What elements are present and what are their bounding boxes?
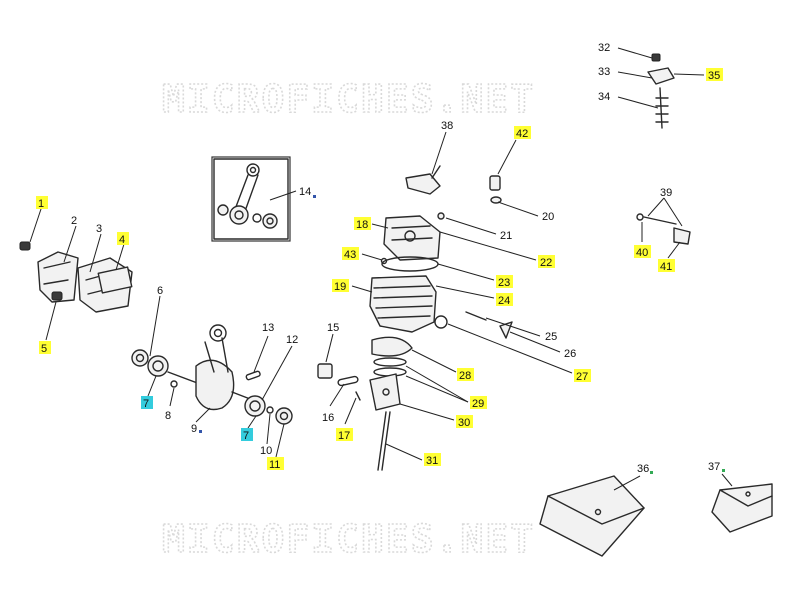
callout-30: 30 [458, 417, 470, 429]
drive-gear-assembly [647, 53, 675, 129]
callout-4: 4 [119, 234, 125, 246]
callout-10: 10 [260, 445, 272, 457]
callout-35-highlight [706, 68, 723, 81]
callout-40: 40 [636, 247, 648, 259]
callout-32: 32 [598, 42, 610, 54]
callout-27: 27 [576, 371, 588, 383]
callout-21: 21 [500, 230, 512, 242]
callout-3: 3 [96, 223, 102, 235]
callout-1-highlight [36, 196, 48, 209]
callout-22-highlight [538, 255, 555, 268]
callout-43-highlight [342, 247, 359, 260]
intake-manifold-assembly [19, 241, 133, 313]
callout-37-marker [722, 469, 725, 472]
callout-9-marker [199, 430, 202, 433]
callout-42-highlight [514, 126, 531, 139]
callout-14-marker [313, 195, 316, 198]
callout-31-highlight [424, 453, 441, 466]
tool-pouches [539, 475, 773, 557]
callout-41-highlight [658, 259, 675, 272]
callout-19: 19 [334, 281, 346, 293]
callout-37: 37 [708, 461, 720, 473]
callout-7b: 7 [243, 430, 249, 442]
callout-30-highlight [456, 415, 473, 428]
callout-15: 15 [327, 322, 339, 334]
callout-12: 12 [286, 334, 298, 346]
callout-36-marker [650, 471, 653, 474]
callout-7a: 7 [143, 398, 149, 410]
callout-39: 39 [660, 187, 672, 199]
callout-28-highlight [457, 368, 474, 381]
callout-42: 42 [516, 128, 528, 140]
callout-41: 41 [660, 261, 672, 273]
callout-5-highlight [39, 341, 51, 354]
connecting-rod-inset [211, 156, 291, 242]
callout-23-highlight [496, 275, 513, 288]
callout-13: 13 [262, 322, 274, 334]
callout-16: 16 [322, 412, 334, 424]
callout-7a-highlight [141, 396, 153, 409]
callout-24: 24 [498, 295, 510, 307]
callout-35: 35 [708, 70, 720, 82]
callout-2: 2 [71, 215, 77, 227]
sensor-parts [405, 165, 502, 204]
callout-33: 33 [598, 66, 610, 78]
callout-17-highlight [336, 428, 353, 441]
callout-25: 25 [545, 331, 557, 343]
callout-22: 22 [540, 257, 552, 269]
callout-31: 31 [426, 455, 438, 467]
callout-38: 38 [441, 120, 453, 132]
callout-27-highlight [574, 369, 591, 382]
callout-1: 1 [38, 198, 44, 210]
callout-7b-highlight [241, 428, 253, 441]
callout-layer: 1 2 3 4 5 6 7 8 9 7 10 [29, 42, 733, 491]
crankshaft-assembly [131, 324, 293, 425]
callout-26: 26 [564, 348, 576, 360]
callout-23: 23 [498, 277, 510, 289]
callout-29-highlight [470, 396, 487, 409]
callout-40-highlight [634, 245, 651, 258]
callout-18-highlight [354, 217, 371, 230]
callout-6: 6 [157, 285, 163, 297]
callout-18: 18 [356, 219, 368, 231]
linkage-parts [636, 213, 691, 245]
callout-24-highlight [496, 293, 513, 306]
callout-29: 29 [472, 398, 484, 410]
callout-11: 11 [269, 459, 280, 471]
callout-4-highlight [117, 232, 129, 245]
callout-8: 8 [165, 410, 171, 422]
callout-14: 14 [299, 186, 311, 198]
callout-9: 9 [191, 423, 197, 435]
callout-5: 5 [41, 343, 47, 355]
callout-17: 17 [338, 430, 350, 442]
callout-34: 34 [598, 91, 610, 103]
watermark-top: MICROFICHES.NET [162, 77, 535, 121]
callout-43: 43 [344, 249, 356, 261]
watermark-bottom: MICROFICHES.NET [162, 517, 535, 561]
callout-11-highlight [267, 457, 284, 470]
callout-36: 36 [637, 463, 649, 475]
cylinder-assembly [317, 212, 513, 471]
callout-19-highlight [332, 279, 349, 292]
callout-28: 28 [459, 370, 471, 382]
callout-20: 20 [542, 211, 554, 223]
